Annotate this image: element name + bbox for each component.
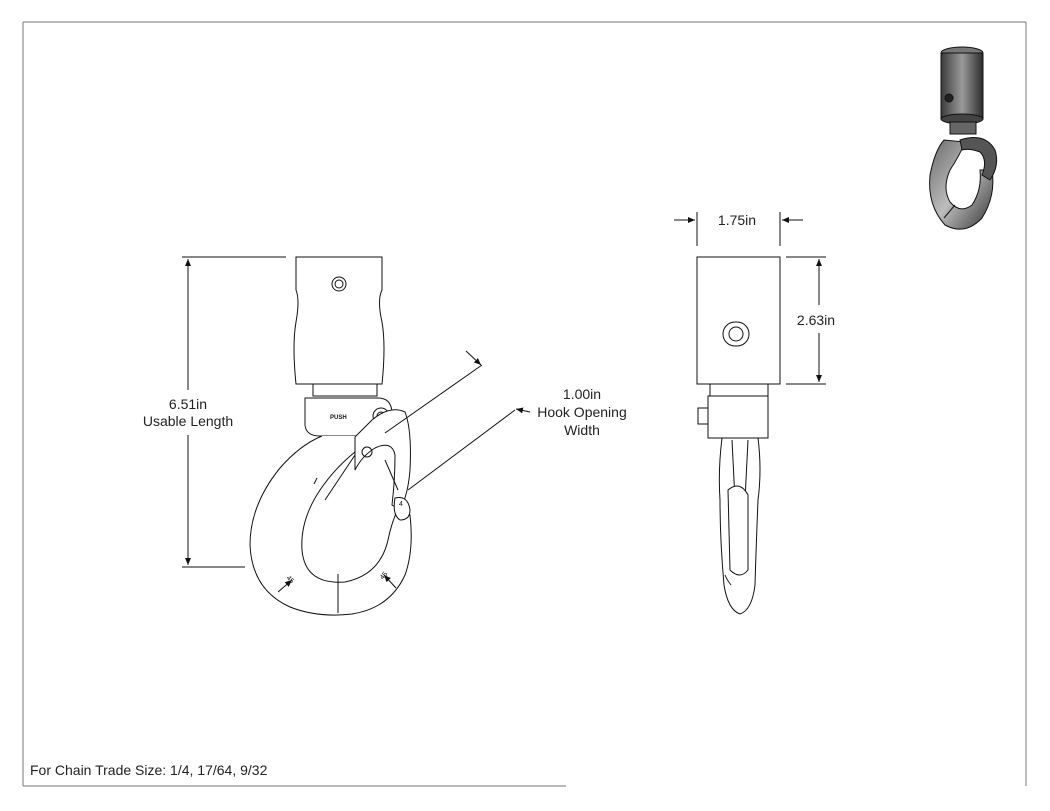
latch-number-marking: 4 [399,501,403,508]
hook-opening-dimension [384,350,531,491]
side-collar [709,383,769,397]
push-marking: PUSH [330,415,347,421]
front-sleeve [293,256,385,385]
front-view-hook [249,256,412,616]
hook-opening-value: 1.00in [563,386,601,402]
side-sleeve [696,256,781,385]
side-width-dimension [674,212,803,246]
chain-trade-size-note: For Chain Trade Size: 1/4, 17/64, 9/32 [30,762,268,778]
side-swivel [707,395,769,439]
side-view-hook [696,256,781,615]
side-width-value: 1.75in [718,212,756,228]
usable-length-label: Usable Length [143,413,233,429]
front-collar [312,383,378,397]
hook-opening-label-1: Hook Opening [537,404,627,420]
sleeve-height-dimension [786,256,826,385]
hook-opening-label-2: Width [564,422,600,438]
drawing-frame [22,21,1027,787]
front-hook-body [249,435,412,616]
usable-length-value: 6.51in [169,396,207,412]
side-sleeve-slot [722,321,750,347]
usable-length-dimension [182,256,286,568]
front-sleeve-hole [331,276,347,292]
sleeve-height-value: 2.63in [797,312,835,328]
isometric-hook-thumbnail [929,46,998,230]
